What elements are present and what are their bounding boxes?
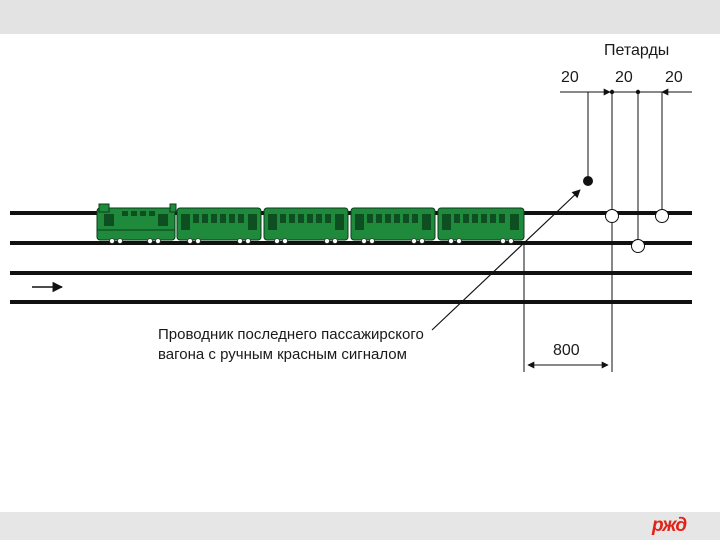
distance-label-1: 20: [561, 69, 579, 86]
petard-2: [631, 239, 645, 253]
petards-title: Петарды: [604, 42, 669, 59]
petard-1: [605, 209, 619, 223]
bottom-band: [0, 512, 720, 540]
passenger-car-2: [263, 207, 349, 241]
distance-label-3: 20: [665, 69, 683, 86]
passenger-car-1: [176, 207, 262, 241]
train: [96, 203, 525, 244]
conductor-pointer-line: [431, 189, 581, 331]
petard-3: [655, 209, 669, 223]
distance-label-2: 20: [615, 69, 633, 86]
passenger-car-4-last: [437, 207, 525, 241]
distance-800-label: 800: [553, 342, 580, 359]
conductor-caption-line-2: вагона с ручным красным сигналом: [158, 346, 407, 363]
rzd-logo: ржд: [652, 515, 687, 536]
locomotive: [96, 203, 177, 241]
conductor-caption-line-1: Проводник последнего пассажирского: [158, 326, 424, 343]
passenger-car-3: [350, 207, 436, 241]
top-band: [0, 0, 720, 34]
petard-black: [583, 176, 593, 186]
train-wheels: [109, 238, 514, 244]
